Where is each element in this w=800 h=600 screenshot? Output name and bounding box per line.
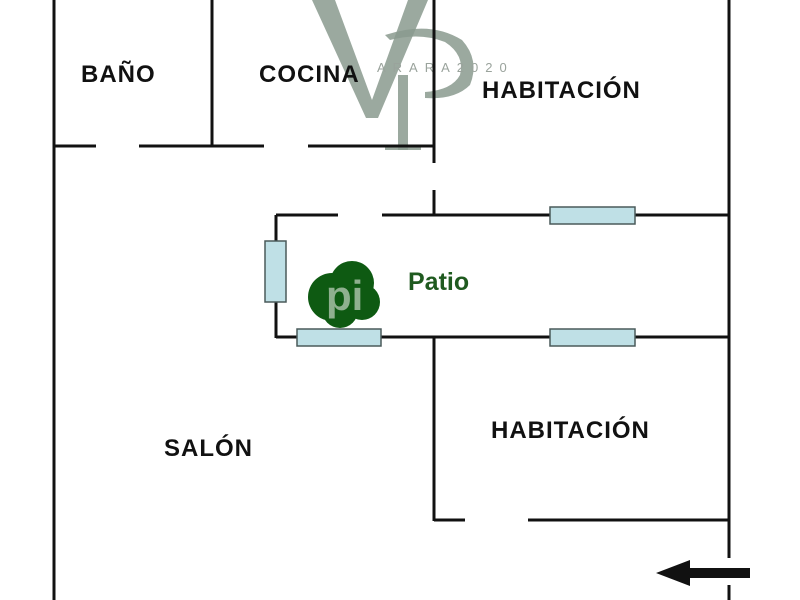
window	[296, 328, 382, 347]
watermark-text: ARARA2020	[377, 60, 514, 75]
room-label-salon: SALÓN	[164, 434, 253, 462]
window	[549, 206, 636, 225]
arrow-left-icon	[656, 560, 750, 586]
window	[549, 328, 636, 347]
watermark-p-base	[385, 146, 421, 150]
window	[264, 240, 287, 303]
room-label-bano: BAÑO	[81, 60, 156, 88]
room-label-patio: Patio	[408, 268, 469, 296]
room-label-habitacion-top: HABITACIÓN	[482, 76, 641, 104]
room-label-habitacion-bottom: HABITACIÓN	[491, 416, 650, 444]
windows	[264, 206, 636, 347]
watermark-p-bowl	[385, 28, 474, 99]
watermark: ARARA2020	[312, 0, 514, 150]
watermark-v-letter	[312, 0, 428, 118]
watermark-p-stem	[398, 75, 408, 150]
pi-logo: pi	[308, 261, 380, 328]
room-label-cocina: COCINA	[259, 61, 360, 88]
logo-text: pi	[326, 272, 363, 319]
